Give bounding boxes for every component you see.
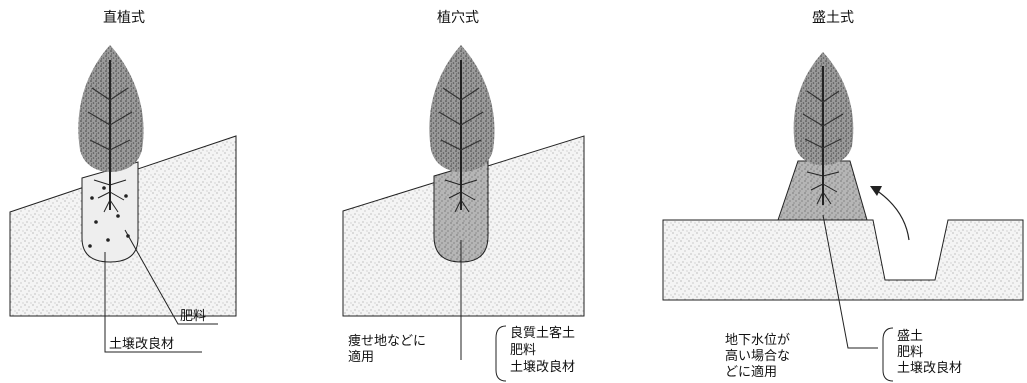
tree	[429, 45, 495, 213]
note-line: 地下水位が	[725, 333, 790, 348]
panel-mound-planting: 盛土式 地下水位が	[662, 10, 1024, 382]
note-line: 痩せ地などに	[348, 333, 426, 349]
note-line: 高い場合な	[725, 348, 790, 364]
panel-title: 植穴式	[437, 10, 479, 26]
label-soil-amendment: 土壌改良材	[109, 336, 174, 352]
label-mound-soil: 盛土	[897, 329, 923, 344]
tree	[78, 45, 144, 213]
panel-direct-planting: 直植式	[9, 9, 237, 353]
leader-lines	[104, 229, 218, 353]
note-line: 適用	[348, 349, 374, 365]
label-fertilizer: 肥料	[510, 343, 536, 358]
panel-title: 盛土式	[812, 10, 854, 26]
amended-soil-area	[81, 161, 139, 263]
leader-lines	[460, 240, 507, 382]
panel-title: 直植式	[103, 9, 145, 26]
label-soil-amendment: 土壌改良材	[510, 359, 575, 375]
label-fertilizer: 肥料	[180, 309, 206, 324]
panel-planting-hole: 植穴式 痩せ地などに 適用 良質土客土 肥料 土壌改良材	[342, 10, 585, 382]
tree	[793, 52, 854, 205]
leader-lines	[822, 214, 894, 382]
arrow-icon	[870, 186, 910, 241]
note-line: どに適用	[725, 364, 777, 380]
label-soil-amendment: 土壌改良材	[897, 360, 962, 376]
label-quality-soil: 良質土客土	[510, 325, 575, 341]
ground	[662, 219, 1024, 301]
label-fertilizer: 肥料	[897, 345, 923, 360]
